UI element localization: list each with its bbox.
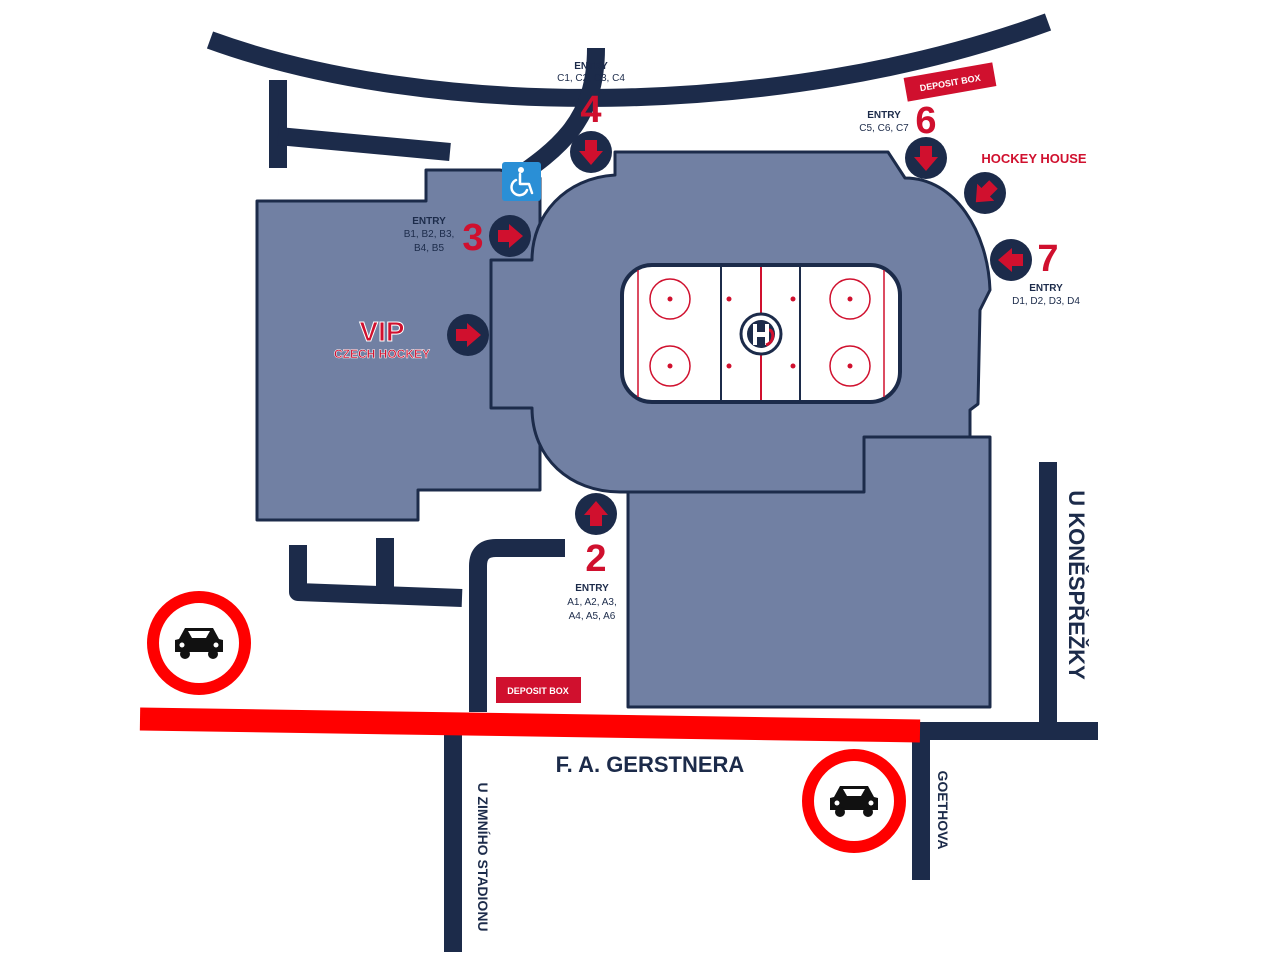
road-south-west-a [289,545,463,607]
entry-7-sections: D1, D2, D3, D4 [1012,296,1080,307]
entry-2-label: ENTRY [575,583,609,594]
entry-3-number: 3 [462,217,483,259]
entry-3-sections-line2: B4, B5 [414,243,444,254]
entry-6-number: 6 [915,100,936,142]
entry-7-label: ENTRY [1029,283,1063,294]
street-u-konesprezky: U KONĚSPŘEŽKY [1064,490,1089,680]
road-south-access [469,539,565,712]
hockey-logo-icon [739,312,783,356]
roads [206,13,1098,952]
vip-entry-arrow-icon[interactable] [447,314,489,356]
road-north-spur-branch [277,127,451,161]
entry-7-arrow-icon[interactable] [990,239,1032,281]
entry-4-arrow-icon[interactable] [570,131,612,173]
deposit-box-top: DEPOSIT BOX [903,62,997,102]
street-u-zimniho-stadionu: U ZIMNÍHO STADIONU [475,782,491,931]
entry-2-arrow-icon[interactable] [575,493,617,535]
ice-rink [620,263,902,404]
entry-6-sections: C5, C6, C7 [859,123,909,134]
street-goethova: GOETHOVA [935,770,951,849]
no-cars-sign-icon [147,591,251,695]
entry-3-sections-line1: B1, B2, B3, [404,229,455,240]
faceoff-circles [649,278,871,387]
deposit-box-bottom: DEPOSIT BOX [496,677,581,703]
no-cars-sign-icon [802,749,906,853]
road-north-curve [206,13,1052,107]
entry-4-sections: C1, C2, C3, C4 [557,73,625,84]
hockey-house-label: HOCKEY HOUSE [981,151,1087,166]
buildings [255,150,992,709]
entry-2-sections-line2: A4, A5, A6 [569,611,616,622]
entry-2-number: 2 [585,538,606,580]
street-f-a-gerstnera: F. A. GERSTNERA [556,752,745,777]
faceoff-dots [667,296,853,369]
entry-6-arrow-icon[interactable] [905,137,947,179]
entry-6-label: ENTRY [867,110,901,121]
vip-title: VIP [359,316,404,347]
deposit-box-bottom-label: DEPOSIT BOX [507,686,569,696]
entry-4-number: 4 [580,89,601,131]
entry-3-arrow-icon[interactable] [489,215,531,257]
entry-7-number: 7 [1037,238,1058,280]
entry-3-label: ENTRY [412,216,446,227]
entry-4-label: ENTRY [574,61,608,72]
vip-subtitle: CZECH HOCKEY [334,347,430,361]
closed-road-f-a-gerstnera [139,707,921,743]
entry-2-sections-line1: A1, A2, A3, [567,597,616,608]
hockey-house-arrow-icon[interactable] [964,172,1006,214]
wheelchair-icon [502,162,541,201]
